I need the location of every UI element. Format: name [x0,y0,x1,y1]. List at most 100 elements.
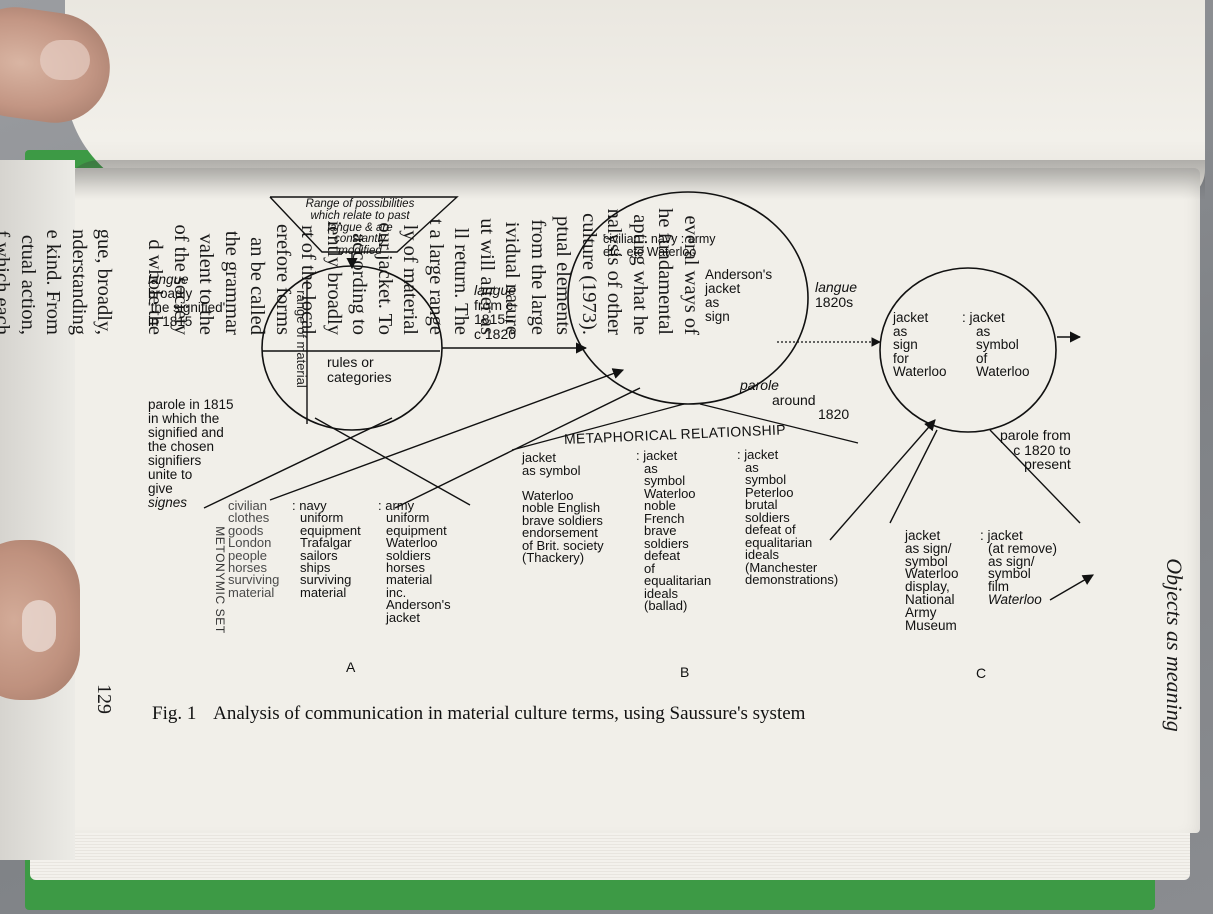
label-line: parole [740,377,779,393]
label-line: brave [644,523,677,538]
label-line: civilian [228,498,268,513]
thumb-top-nail [40,40,90,80]
label-line: (at remove) [988,540,1058,556]
label-line: horses [386,560,426,576]
label-line: French [644,510,685,526]
label-line: Waterloo [988,591,1042,607]
label-line: jacket [386,609,420,625]
label-line: jacket [705,281,741,296]
circle-c-right-text: : jacket as symbol of Waterloo [962,311,1030,379]
label-line: Museum [905,617,957,633]
label-line: (Thackery) [522,550,585,565]
label-line: as [644,460,658,476]
label-line: signifiers [148,453,202,468]
c-column-1: jacket as sign/ symbol Waterloo display,… [905,528,959,633]
label-line: material [228,584,275,600]
label-line: : navy [292,498,327,513]
page-number: 129 [93,684,115,714]
label-line: symbol [905,553,948,569]
label-line: Waterloo [522,487,574,503]
label-line: signes [148,495,188,510]
label-line: ideals [745,547,779,562]
gutter-shadow [60,160,1205,200]
label-line: c 1820 to [1013,441,1071,458]
label-line: inc. [386,584,407,600]
label-line: Anderson's [705,267,773,282]
label-line: in which the [148,411,220,426]
label-line: as [745,459,759,475]
label-line: around [772,391,816,408]
label-c: C [976,665,987,681]
langue-1815-label: langue broadly 'the signified' in 1815 [148,273,225,329]
label-line: as [893,323,908,339]
label-line: 1820 [818,406,850,422]
label-line: sign [893,337,918,352]
label-line: parole in 1815 [148,397,234,412]
label-line: 'the signified' [148,300,226,315]
label-line: 1820s [815,293,854,310]
meta-column-1: jacket as symbol Waterloo noble English … [522,451,604,565]
parole-1815-label: parole in 1815 in which the signified an… [148,398,234,510]
label-line: ideals [644,585,678,601]
label-line: soldiers [745,509,790,525]
b-parole-line-1 [269,368,625,501]
label-line: (ballad) [644,598,688,613]
label-line: noble [644,498,676,513]
circle-b-top-text: civilian : navy : army etc. etc Waterloo [603,233,716,258]
label-line: jacket [905,528,941,543]
circle-a [261,265,443,431]
langue-1815-1820-label: langue from c 1815– c 1820 [474,283,516,341]
label-line: signified and [148,425,224,440]
label-line: (Manchester [745,559,818,575]
circle-b-sign-text: Anderson's jacket as sign [705,268,772,324]
label-line: 1815– [474,311,513,327]
label-b: B [680,664,690,680]
label-line: material [386,572,433,588]
label-line: langue [815,279,858,295]
running-head: Objects as meaning [1162,558,1187,732]
label-line: clothes [228,510,270,526]
label-line: : jacket [737,447,779,462]
label-line: c 1820 [474,325,517,342]
label-line: present [1024,456,1071,472]
label-line: Waterloo [386,535,438,551]
label-line: etc. etc Waterloo [603,244,697,259]
circle-c [879,267,1057,433]
label-line: Anderson's [386,597,451,613]
label-line: jacket [893,310,929,325]
metonymic-set-label: METONYMIC SET [213,526,227,634]
label-line: surviving [228,572,280,588]
label-line: noble English [522,500,601,515]
figure-number: Fig. 1 [152,703,197,724]
set-army-column: : army uniform equipment Waterloo soldie… [378,498,451,625]
label-line: : army [378,498,415,513]
label-line: the chosen [148,439,215,454]
label-line: symbol [644,473,686,488]
c-column-2: : jacket (at remove) as sign/ symbol fil… [980,528,1058,607]
label-line: material [300,584,347,600]
label-line: defeat [644,548,681,563]
c-left-line [889,429,938,524]
label-line: uniform [386,510,430,526]
label-line: : jacket [980,528,1023,543]
label-line: parole from [1000,427,1071,443]
label-line: Waterloo [644,485,696,501]
label-line: civilian : navy : army [603,232,716,246]
label-line: of Brit. society [522,537,604,553]
parole-from-1820-label: parole from c 1820 to present [1000,428,1071,472]
label-line: National [905,591,955,607]
circle-c-left-text: jacket as sign for Waterloo [893,311,947,379]
label-line: : jacket [962,310,1005,325]
label-line: brutal [745,497,778,512]
label-line: Waterloo [976,364,1030,379]
label-line: symbol [745,472,787,487]
label-line: display, [905,579,950,595]
label-line: equipment [300,522,361,538]
label-line: as sign/ [988,553,1035,569]
label-line: as symbol [522,462,581,478]
left-page-edge [0,160,75,860]
figure-caption: Fig. 1 Analysis of communication in mate… [152,704,805,723]
label-line: uniform [300,510,344,526]
label-line: ships [300,560,331,576]
